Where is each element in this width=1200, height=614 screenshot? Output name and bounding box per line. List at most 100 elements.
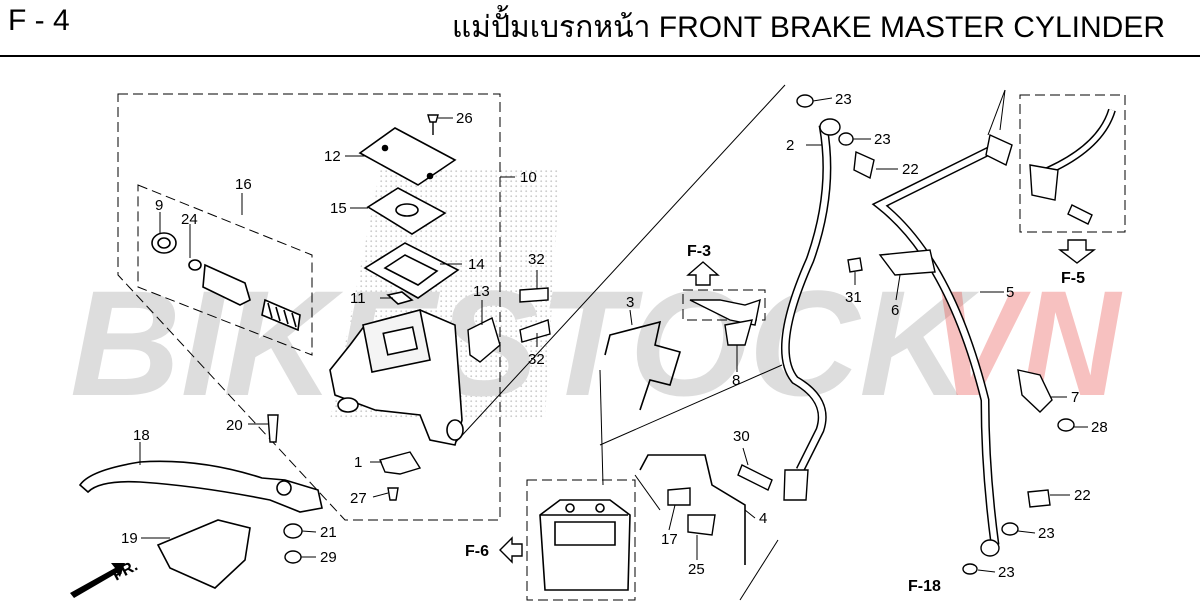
callout-31: 31 — [845, 289, 862, 306]
bolt-part — [1027, 489, 1051, 508]
abs-modulator-frame — [526, 479, 636, 601]
guide-line — [599, 369, 604, 486]
guide-line — [454, 84, 786, 444]
ref-f18: F-18 — [908, 578, 941, 595]
callout-10: 10 — [520, 169, 537, 186]
ref-f3: F-3 — [686, 243, 720, 286]
ref-f5: F-5 — [1057, 239, 1097, 287]
pipe-4 — [639, 454, 746, 565]
bolt-part — [1067, 204, 1093, 225]
callout-30: 30 — [733, 428, 750, 445]
nut-part — [283, 523, 303, 539]
joint-part — [783, 469, 809, 501]
callout-2: 2 — [786, 137, 794, 154]
callout-26: 26 — [456, 110, 473, 127]
fitting-part — [985, 133, 1013, 166]
bolt-part — [737, 464, 773, 491]
washer-part — [796, 94, 814, 108]
svg-text:FR.: FR. — [110, 557, 141, 584]
pipe-3 — [604, 320, 682, 411]
callout-22-bottom: 22 — [1074, 487, 1091, 504]
svg-text:F-18: F-18 — [908, 578, 941, 595]
svg-text:F-3: F-3 — [687, 243, 711, 260]
bolt-part — [267, 414, 279, 443]
guide-line — [634, 474, 661, 511]
fitting-part — [1029, 164, 1059, 201]
guide-line — [599, 364, 783, 446]
callout-14: 14 — [468, 256, 485, 273]
piston-kit-frame — [137, 184, 313, 356]
master-cylinder-assembly-frame — [117, 93, 501, 521]
callout-22-top: 22 — [902, 161, 919, 178]
callout-32-bottom: 32 — [528, 351, 545, 368]
page-code: F - 4 — [8, 4, 70, 37]
washer-part — [1001, 522, 1019, 536]
guide-line — [987, 89, 1006, 136]
master-cylinder-body — [329, 309, 464, 446]
brake-lever — [78, 460, 323, 513]
callout-13: 13 — [473, 283, 490, 300]
callout-17: 17 — [661, 531, 678, 548]
watermark-accent: VN — [930, 259, 1122, 427]
bolt-part — [519, 287, 549, 303]
callout-27: 27 — [350, 490, 367, 507]
hose-f5 — [1036, 108, 1116, 179]
washer-part — [962, 563, 978, 575]
callout-16: 16 — [235, 176, 252, 193]
lever-cover — [156, 519, 251, 589]
callout-12: 12 — [324, 148, 341, 165]
svg-text:F-5: F-5 — [1061, 270, 1085, 287]
switch-part — [379, 451, 422, 475]
callout-21: 21 — [320, 524, 337, 541]
callout-24: 24 — [181, 211, 198, 228]
callout-23-d: 23 — [998, 564, 1015, 581]
page-title: แม่ปั้มเบรกหน้า FRONT BRAKE MASTER CYLIN… — [451, 11, 1165, 44]
banjo-fitting — [819, 118, 841, 136]
screw-part — [387, 487, 399, 501]
callout-4: 4 — [759, 510, 767, 527]
callout-28: 28 — [1091, 419, 1108, 436]
callout-5: 5 — [1006, 284, 1014, 301]
bracket-f3 — [689, 298, 761, 326]
clip-25 — [687, 514, 716, 536]
callout-7: 7 — [1071, 389, 1079, 406]
banjo-fitting — [980, 539, 1000, 557]
callout-3: 3 — [626, 294, 634, 311]
callout-9: 9 — [155, 197, 163, 214]
clip-17 — [667, 487, 691, 506]
diaphragm — [363, 242, 460, 299]
front-direction-arrow: FR. — [70, 557, 141, 598]
nut-part — [1057, 418, 1075, 432]
header-divider — [0, 55, 1200, 57]
callout-11: 11 — [350, 290, 366, 307]
callout-29: 29 — [320, 549, 337, 566]
reservoir-cap — [358, 127, 457, 186]
leader-lines — [139, 97, 1088, 573]
callout-15: 15 — [330, 200, 347, 217]
guide-line — [739, 539, 779, 601]
holder-part — [467, 317, 501, 363]
clamp-8 — [724, 319, 753, 346]
clamp-6 — [878, 249, 936, 276]
callout-1: 1 — [354, 454, 362, 471]
callout-8: 8 — [732, 372, 740, 389]
bolt-part — [853, 150, 875, 180]
float — [386, 291, 414, 305]
f3-reference-frame — [682, 289, 766, 321]
clamp-7 — [1017, 369, 1053, 413]
abs-modulator — [539, 499, 631, 591]
spring-part — [261, 298, 301, 332]
callout-23-c: 23 — [1038, 525, 1055, 542]
callout-18: 18 — [133, 427, 150, 444]
callout-23-a: 23 — [835, 91, 852, 108]
guide-line — [999, 89, 1006, 131]
washer-part — [838, 132, 854, 146]
callout-32-top: 32 — [528, 251, 545, 268]
callout-23-b: 23 — [874, 131, 891, 148]
svg-text:F-6: F-6 — [465, 543, 489, 560]
callout-19: 19 — [121, 530, 138, 547]
bolt-part — [847, 257, 863, 273]
bolt-part — [519, 319, 551, 343]
callout-25: 25 — [688, 561, 705, 578]
